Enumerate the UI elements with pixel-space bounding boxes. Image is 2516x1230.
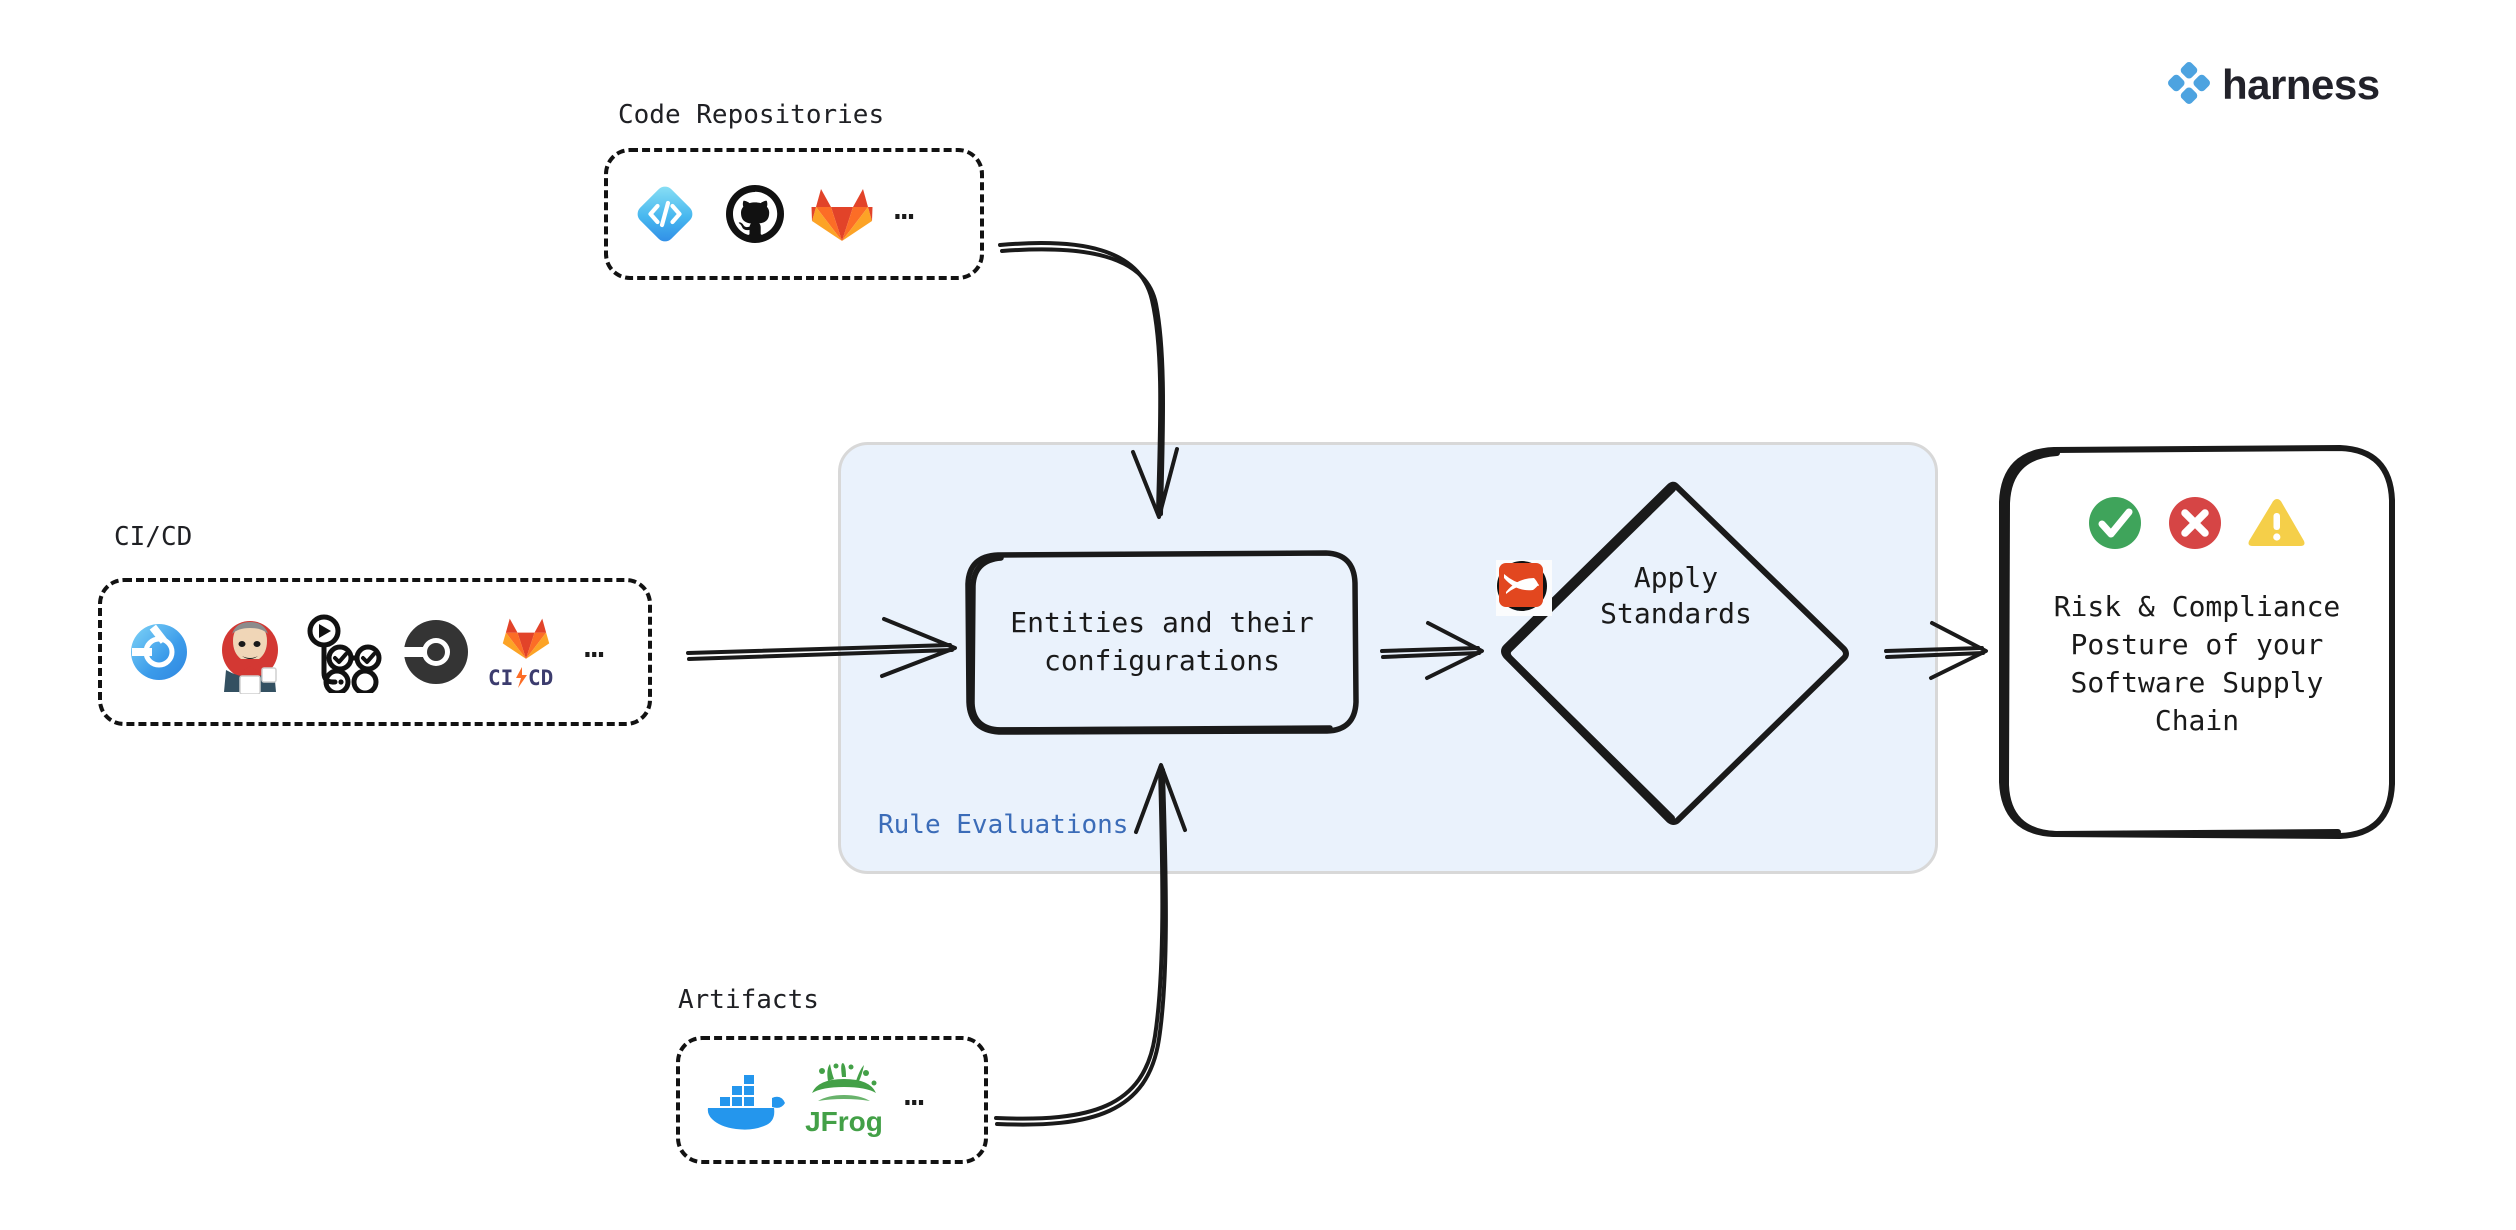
harness-brand-logo: harness: [2168, 62, 2380, 108]
outcome-node-label: Risk & Compliance Posture of your Softwa…: [2053, 590, 2341, 738]
group-label-ci-cd: CI/CD: [114, 522, 193, 552]
rule-evaluations-label: Rule Evaluations: [878, 810, 1129, 840]
github-icon: [724, 183, 786, 245]
apply-standards-node: Apply Standards CIS.: [1496, 478, 1856, 828]
x-circle-icon: [2166, 494, 2224, 552]
harness-code-icon: [630, 179, 700, 249]
group-label-artifacts: Artifacts: [678, 985, 819, 1015]
more-indicator-ci-cd: …: [584, 625, 607, 666]
entities-node-label: Entities and their configurations: [1010, 606, 1314, 677]
warning-triangle-icon: [2246, 495, 2308, 551]
outcome-node: Risk & Compliance Posture of your Softwa…: [1999, 445, 2395, 839]
svg-text:CI: CI: [488, 666, 513, 690]
docker-icon: [702, 1067, 786, 1133]
circleci-icon: [402, 618, 470, 686]
gitlab-icon: [810, 183, 874, 245]
check-circle-icon: [2086, 494, 2144, 552]
apply-standards-outline: [1501, 481, 1849, 825]
harness-diamond-logo-icon: [2168, 62, 2210, 108]
group-box-code-repositories: …: [604, 148, 984, 280]
jfrog-icon: JFrog: [802, 1063, 886, 1137]
entities-node-outline: [965, 550, 1359, 735]
group-label-code-repositories: Code Repositories: [618, 100, 885, 130]
harness-wordmark: harness: [2222, 61, 2380, 108]
apply-standards-label: Apply Standards: [1600, 561, 1752, 631]
outcome-node-outline: [1999, 445, 2395, 839]
more-indicator-artifacts: …: [904, 1073, 927, 1114]
svg-text:JFrog: JFrog: [805, 1106, 883, 1137]
group-box-artifacts: JFrog …: [676, 1036, 988, 1164]
github-actions-icon: [302, 611, 384, 693]
gitlab-cicd-icon: CI CD: [488, 614, 564, 690]
group-box-ci-cd: CI CD …: [98, 578, 652, 726]
more-indicator-code-repositories: …: [894, 187, 917, 228]
harness-ci-icon: [124, 617, 194, 687]
jenkins-icon: [212, 610, 288, 694]
status-icon-row: [2086, 494, 2308, 552]
svg-text:CD: CD: [528, 666, 553, 690]
entities-node: Entities and their configurations: [965, 550, 1359, 735]
